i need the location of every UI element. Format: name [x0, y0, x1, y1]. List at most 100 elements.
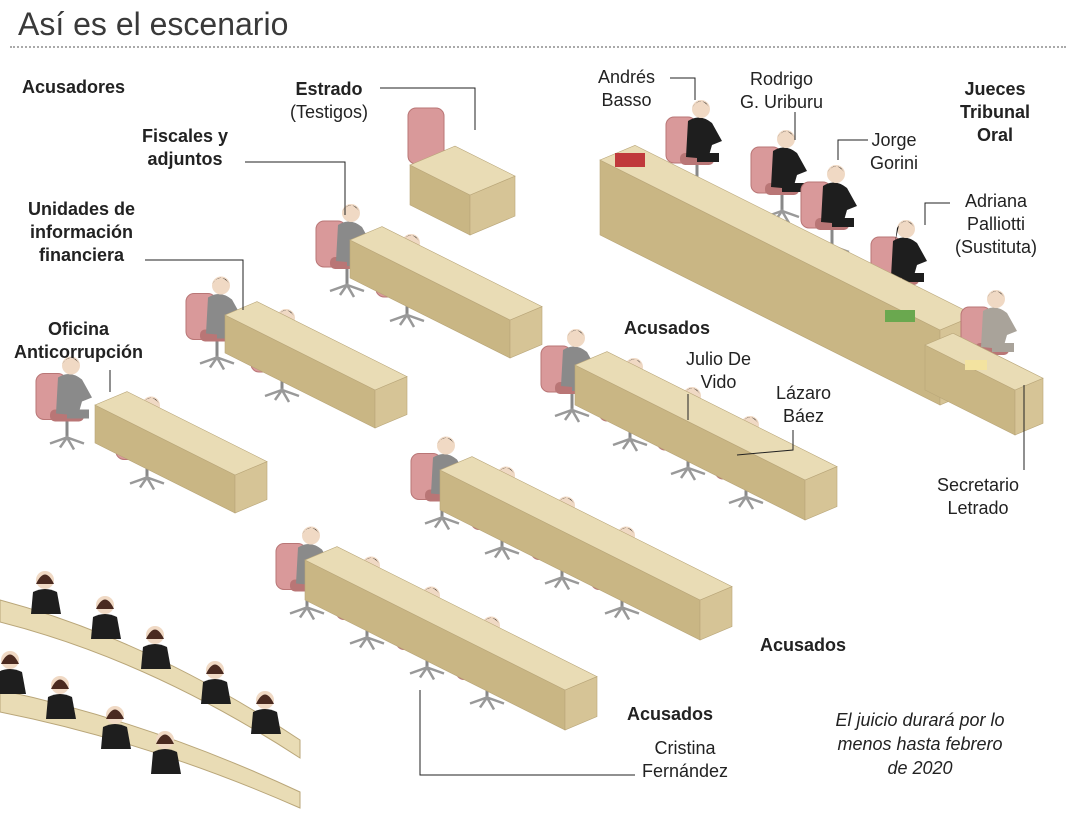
hair	[683, 388, 700, 395]
unidades-line1: Unidades de	[28, 199, 136, 219]
legs	[832, 218, 854, 227]
note-line3: de 2020	[887, 758, 953, 778]
palliotti-line1: Adriana	[964, 191, 1028, 211]
spectator-hair	[106, 709, 124, 719]
hair	[557, 497, 574, 505]
devido-line1: Julio De	[686, 349, 752, 369]
acusados-bottom-desk	[304, 546, 598, 731]
palliotti-line2: Palliotti	[967, 214, 1026, 234]
basso-line1: Andrés	[598, 67, 656, 87]
chair-base	[544, 575, 580, 591]
head	[342, 204, 360, 222]
spectator-hair	[36, 574, 54, 584]
desk-top	[574, 351, 838, 481]
hair	[437, 437, 454, 445]
green-book	[885, 310, 915, 322]
chair-base	[554, 407, 590, 423]
head	[437, 436, 455, 455]
hair	[692, 101, 709, 108]
head	[567, 329, 585, 347]
secretario-desk	[924, 332, 1044, 436]
desk-top	[409, 145, 516, 196]
head	[777, 130, 795, 148]
cristina-line2: Fernández	[642, 761, 729, 781]
hair	[402, 235, 419, 242]
oficina-desk	[94, 391, 268, 514]
note-line1: El juicio durará por lo	[835, 710, 1005, 730]
spectator-hair	[51, 679, 69, 689]
baez-line1: Lázaro	[776, 383, 832, 403]
head	[987, 290, 1005, 308]
head	[62, 356, 80, 375]
label-fiscales: Fiscales y adjuntos	[142, 125, 228, 171]
leader-line	[145, 259, 244, 310]
hair	[422, 587, 439, 595]
legs	[992, 343, 1014, 352]
spectator-body	[31, 589, 61, 614]
torso	[891, 237, 927, 279]
chair-base	[389, 312, 425, 328]
torso	[821, 182, 857, 224]
hair	[617, 527, 634, 535]
head	[827, 165, 845, 183]
chair-base	[129, 475, 165, 491]
testigos-text: (Testigos)	[290, 102, 369, 122]
unidades-desk	[224, 301, 408, 429]
hair	[777, 131, 794, 138]
desk-top	[349, 226, 543, 321]
spectator-body	[91, 614, 121, 639]
hair	[482, 617, 499, 625]
acusados-top-desk	[574, 351, 838, 521]
legs	[902, 273, 924, 282]
palliotti-line3: (Sustituta)	[955, 237, 1038, 257]
chair-base	[199, 355, 235, 371]
hair	[497, 467, 514, 475]
torso	[686, 117, 722, 159]
baez-line2: Báez	[783, 406, 825, 426]
chair-base	[604, 605, 640, 621]
jueces-line1: Jueces	[964, 79, 1026, 99]
head	[212, 276, 230, 295]
chair-base	[349, 635, 385, 651]
chair-base	[264, 387, 300, 403]
oficina-person	[35, 356, 92, 451]
torso	[771, 147, 807, 189]
acusados-mid-desk	[439, 456, 733, 641]
label-acusadores: Acusadores	[22, 77, 126, 97]
torso	[206, 293, 242, 336]
leader-line	[380, 87, 476, 130]
hair	[827, 166, 844, 173]
leader-line	[670, 77, 696, 100]
hair	[741, 417, 758, 424]
chair-base	[612, 436, 648, 452]
public-gallery	[0, 571, 301, 809]
chair-base	[49, 435, 85, 451]
desk-top	[439, 456, 733, 601]
label-acusados-mid: Acusados	[760, 635, 847, 655]
cristina-line1: Cristina	[654, 738, 716, 758]
chair-base	[469, 695, 505, 711]
gorini-line2: Gorini	[870, 153, 919, 173]
desk-top	[94, 391, 268, 476]
spectator-body	[201, 679, 231, 704]
hair	[987, 291, 1004, 298]
spectator-hair	[146, 629, 164, 639]
fiscales-line2: adjuntos	[147, 149, 223, 169]
title-divider	[10, 46, 1066, 48]
oficina-line2: Anticorrupción	[14, 342, 143, 362]
torso	[981, 307, 1017, 349]
fiscales-line1: Fiscales y	[142, 126, 229, 146]
chair-base	[289, 605, 325, 621]
head	[692, 100, 710, 118]
spectator-hair	[156, 734, 174, 744]
chair-base	[484, 545, 520, 561]
hair	[277, 310, 294, 317]
